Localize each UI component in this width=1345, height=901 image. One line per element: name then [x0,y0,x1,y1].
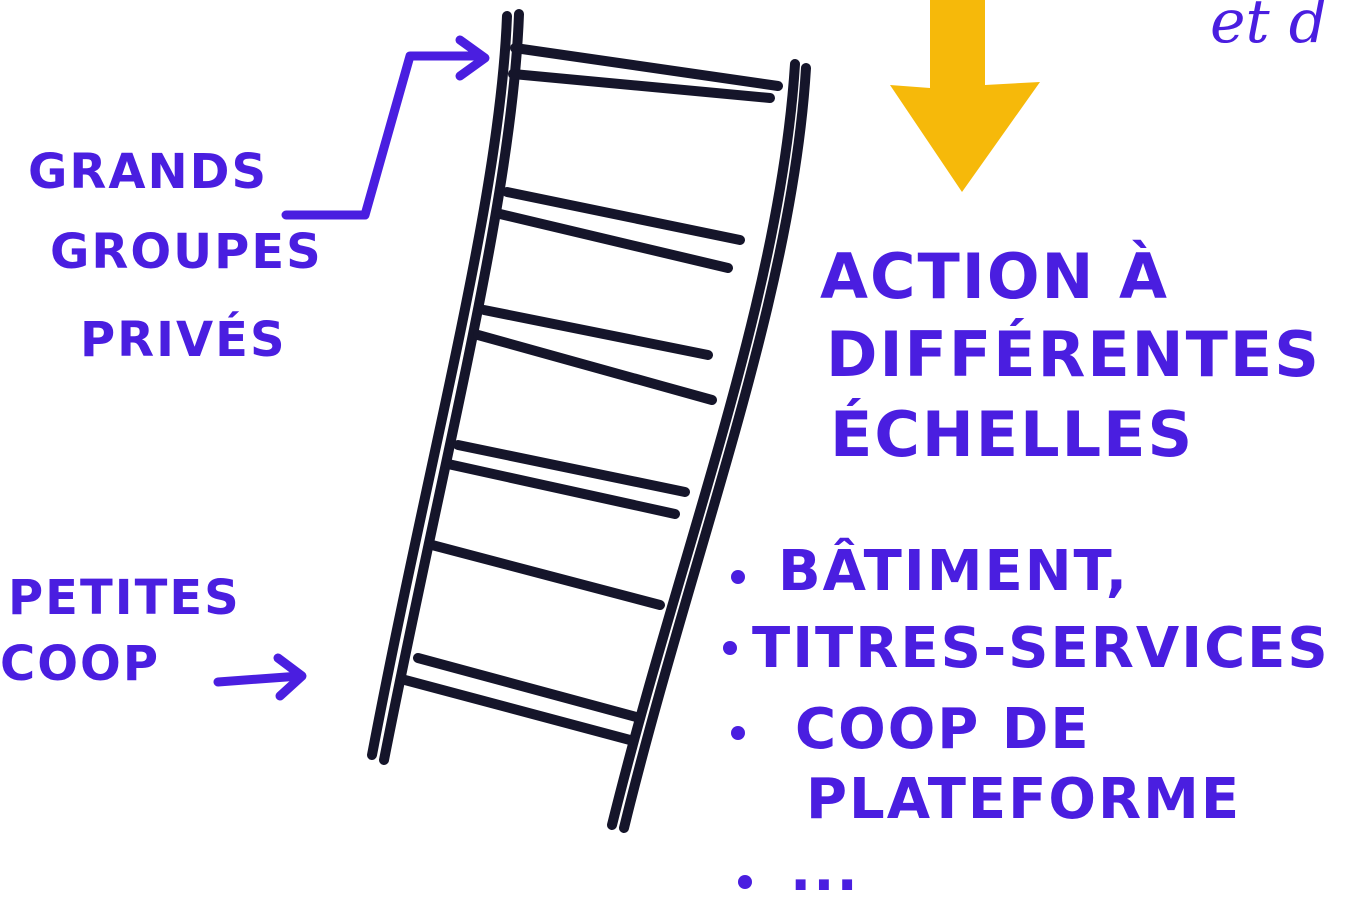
bullet-3 [731,726,745,740]
left-label-top: GRANDS GROUPES PRIVÉS [28,144,323,368]
heading-line-1: ACTION À [820,240,1169,313]
pointer-arrow-icon-top [281,35,490,220]
left-label-bottom-line-2: COOP [0,636,160,692]
example-item-3-line-1: COOP DE [795,697,1091,762]
heading-line-2: DIFFÉRENTES [826,318,1321,391]
top-right-fragment: et d [1210,0,1327,57]
example-item-1: BÂTIMENT, [778,539,1129,604]
bullet-1 [731,570,745,584]
bullet-4 [738,875,752,889]
examples-list: BÂTIMENT, TITRES-SERVICES ... COOP DE PL… [723,539,1345,901]
left-label-top-line-2: GROUPES [50,224,323,280]
bullet-2 [723,641,737,655]
down-arrow-icon [890,0,1040,192]
heading-line-3: ÉCHELLES [830,398,1194,471]
ladder-icon [367,9,811,833]
left-label-top-line-1: GRANDS [28,144,268,200]
pointer-arrow-icon-bottom [213,653,307,701]
example-item-3-line-2: PLATEFORME [806,767,1241,832]
left-label-top-line-3: PRIVÉS [80,311,287,368]
left-label-bottom: PETITES COOP [0,570,241,692]
example-item-2: TITRES-SERVICES ... [752,616,1345,681]
left-label-bottom-line-1: PETITES [8,570,241,626]
heading: ACTION À DIFFÉRENTES ÉCHELLES [820,240,1321,471]
example-item-4: ... [790,839,860,901]
